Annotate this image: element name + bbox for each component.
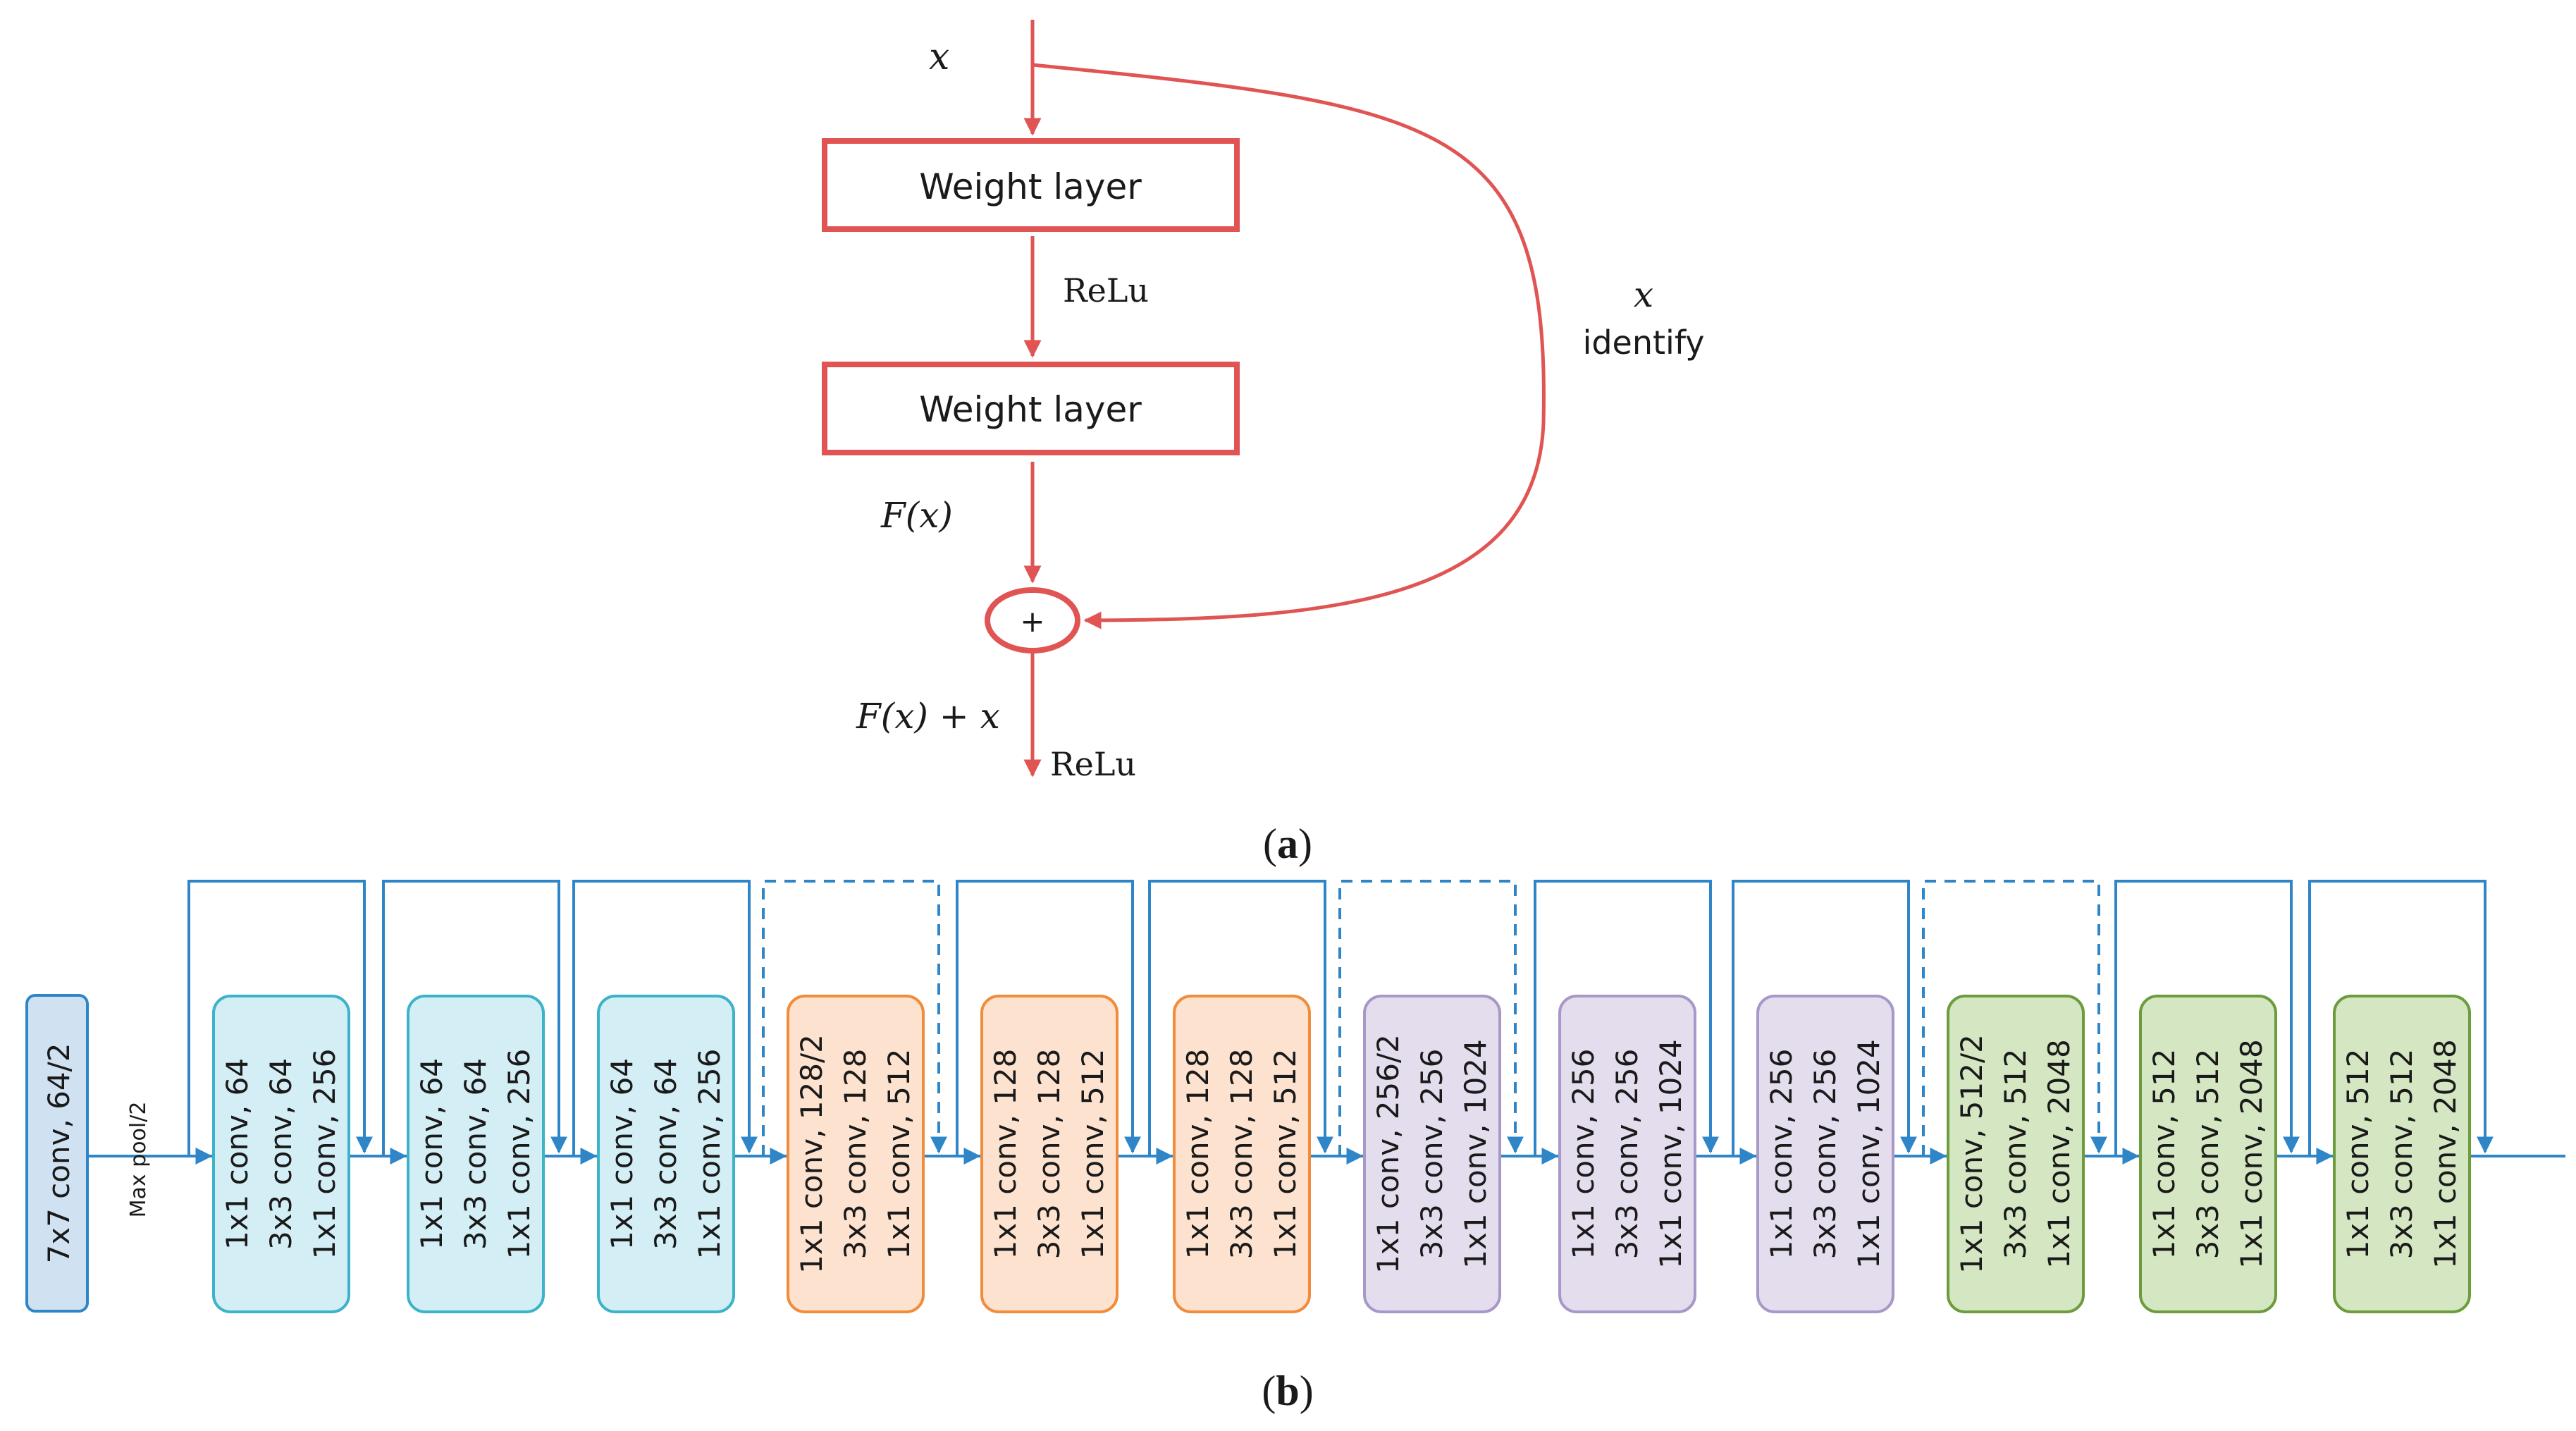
caption-b: (b) xyxy=(1262,1368,1313,1414)
identity-shortcut-2 xyxy=(382,880,567,1156)
bottleneck-block-1: 1x1 conv, 64 3x3 conv, 64 1x1 conv, 256 xyxy=(212,995,350,1313)
weight-layer-1-box xyxy=(822,138,1240,232)
bottleneck-block-box xyxy=(787,995,925,1313)
fx-label: F(x) xyxy=(880,495,953,536)
block-layer-label: 1x1 conv, 2048 xyxy=(2042,1039,2076,1269)
block-layer-label: 3x3 conv, 256 xyxy=(1415,1049,1449,1260)
bottleneck-block-11: 1x1 conv, 512 3x3 conv, 512 1x1 conv, 2048 xyxy=(2139,995,2277,1313)
identity-shortcut-8 xyxy=(1534,880,1719,1156)
skip-identify-label: identify xyxy=(1583,324,1705,362)
block-layer-label: 1x1 conv, 256 xyxy=(1764,1049,1799,1260)
block-layer-label: 3x3 conv, 64 xyxy=(458,1058,493,1250)
weight-layer-2-label: Weight layer xyxy=(919,389,1142,430)
block-layer-label: 3x3 conv, 128 xyxy=(1224,1049,1259,1260)
block-layer-label: 1x1 conv, 1024 xyxy=(1851,1039,1886,1269)
block-layer-label: 1x1 conv, 128/2 xyxy=(794,1034,829,1274)
sum-plus-label: + xyxy=(1020,604,1044,639)
bottleneck-block-8: 1x1 conv, 256 3x3 conv, 256 1x1 conv, 1024 xyxy=(1558,995,1696,1313)
block-layer-label: 1x1 conv, 256 xyxy=(307,1049,342,1260)
block-layer-label: 1x1 conv, 512 xyxy=(2147,1049,2181,1260)
first-conv-label: 7x7 conv, 64/2 xyxy=(42,1043,76,1264)
sum-label: F(x) + x xyxy=(856,696,1000,737)
weight-layer-1-label: Weight layer xyxy=(919,166,1142,207)
block-layer-label: 3x3 conv, 128 xyxy=(1032,1049,1066,1260)
bottleneck-block-10: 1x1 conv, 512/2 3x3 conv, 512 1x1 conv, 20… xyxy=(1947,995,2085,1313)
bottleneck-block-box xyxy=(597,995,735,1313)
block-layer-label: 3x3 conv, 64 xyxy=(264,1058,298,1250)
block-layer-label: 1x1 conv, 128 xyxy=(1181,1049,1215,1260)
block-layer-label: 1x1 conv, 64 xyxy=(414,1058,449,1250)
bottleneck-block-box xyxy=(980,995,1118,1313)
bottleneck-block-5: 1x1 conv, 128 3x3 conv, 128 1x1 conv, 512 xyxy=(980,995,1118,1313)
block-layer-label: 3x3 conv, 64 xyxy=(648,1058,683,1250)
identity-skip-path xyxy=(1032,63,1546,629)
weight-layer-2-box xyxy=(822,362,1240,455)
bottleneck-block-box xyxy=(1363,995,1501,1313)
block-layer-label: 1x1 conv, 64 xyxy=(220,1058,254,1250)
first-conv-block xyxy=(25,994,89,1313)
bottleneck-block-4: 1x1 conv, 128/2 3x3 conv, 128 1x1 conv, 51… xyxy=(787,995,925,1313)
block-layer-label: 1x1 conv, 64 xyxy=(605,1058,639,1250)
bottleneck-block-box xyxy=(1947,995,2085,1313)
relu-out-label: ReLu xyxy=(1050,745,1136,783)
bottleneck-block-box xyxy=(2139,995,2277,1313)
block-layer-label: 3x3 conv, 512 xyxy=(2384,1049,2419,1260)
identity-shortcut-6 xyxy=(1148,880,1333,1156)
block-layer-label: 1x1 conv, 512 xyxy=(882,1049,916,1260)
block-layer-label: 1x1 conv, 512/2 xyxy=(1954,1034,1989,1274)
bottleneck-block-9: 1x1 conv, 256 3x3 conv, 256 1x1 conv, 1024 xyxy=(1756,995,1894,1313)
identity-shortcut-1 xyxy=(187,880,373,1156)
bottleneck-block-7: 1x1 conv, 256/2 3x3 conv, 256 1x1 conv, 10… xyxy=(1363,995,1501,1313)
block-layer-label: 1x1 conv, 128 xyxy=(988,1049,1023,1260)
bottleneck-block-box xyxy=(1173,995,1311,1313)
sum-node xyxy=(985,587,1080,653)
projection-shortcut-7 xyxy=(1338,880,1524,1156)
identity-shortcut-3 xyxy=(572,880,758,1156)
block-layer-label: 3x3 conv, 512 xyxy=(2190,1049,2225,1260)
bottleneck-block-2: 1x1 conv, 64 3x3 conv, 64 1x1 conv, 256 xyxy=(407,995,545,1313)
relu-mid-label: ReLu xyxy=(1063,271,1149,309)
bottleneck-block-box xyxy=(2333,995,2471,1313)
identity-shortcut-5 xyxy=(956,880,1141,1156)
bottleneck-block-box xyxy=(1756,995,1894,1313)
skip-x-label: x xyxy=(1634,274,1653,315)
bottleneck-block-12: 1x1 conv, 512 3x3 conv, 512 1x1 conv, 2048 xyxy=(2333,995,2471,1313)
block-layer-label: 1x1 conv, 2048 xyxy=(2234,1039,2269,1269)
block-layer-label: 1x1 conv, 512 xyxy=(2341,1049,2375,1260)
block-layer-label: 1x1 conv, 256 xyxy=(692,1049,727,1260)
bottleneck-block-box xyxy=(1558,995,1696,1313)
caption-a: (a) xyxy=(1263,821,1312,867)
block-layer-label: 1x1 conv, 2048 xyxy=(2428,1039,2463,1269)
block-layer-label: 1x1 conv, 256/2 xyxy=(1371,1034,1405,1274)
identity-shortcut-9 xyxy=(1732,880,1917,1156)
panel-b-resnet50: 7x7 conv, 64/2 Max pool/2 1x1 conv, 64 3x… xyxy=(25,880,2565,1414)
bottleneck-block-box xyxy=(407,995,545,1313)
block-layer-label: 1x1 conv, 256 xyxy=(1566,1049,1601,1260)
maxpool-label: Max pool/2 xyxy=(126,1102,151,1218)
input-x-label: x xyxy=(929,36,949,78)
identity-shortcut-12 xyxy=(2308,880,2494,1156)
block-layer-label: 1x1 conv, 1024 xyxy=(1458,1039,1493,1269)
bottleneck-block-box xyxy=(212,995,350,1313)
block-layer-label: 1x1 conv, 256 xyxy=(502,1049,536,1260)
block-layer-label: 3x3 conv, 128 xyxy=(838,1049,873,1260)
panel-a-residual-block: Weight layer ReLu Weight layer F(x) + F(… xyxy=(822,20,1705,867)
projection-shortcut-10 xyxy=(1922,880,2107,1156)
projection-shortcut-4 xyxy=(762,880,947,1156)
bottleneck-block-6: 1x1 conv, 128 3x3 conv, 128 1x1 conv, 512 xyxy=(1173,995,1311,1313)
block-layer-label: 3x3 conv, 256 xyxy=(1808,1049,1842,1260)
bottleneck-block-3: 1x1 conv, 64 3x3 conv, 64 1x1 conv, 256 xyxy=(597,995,735,1313)
block-layer-label: 1x1 conv, 512 xyxy=(1268,1049,1302,1260)
block-layer-label: 3x3 conv, 512 xyxy=(1998,1049,2033,1260)
block-layer-label: 1x1 conv, 1024 xyxy=(1653,1039,1688,1269)
identity-shortcut-11 xyxy=(2114,880,2300,1156)
block-layer-label: 1x1 conv, 512 xyxy=(1076,1049,1110,1260)
block-layer-label: 3x3 conv, 256 xyxy=(1610,1049,1644,1260)
